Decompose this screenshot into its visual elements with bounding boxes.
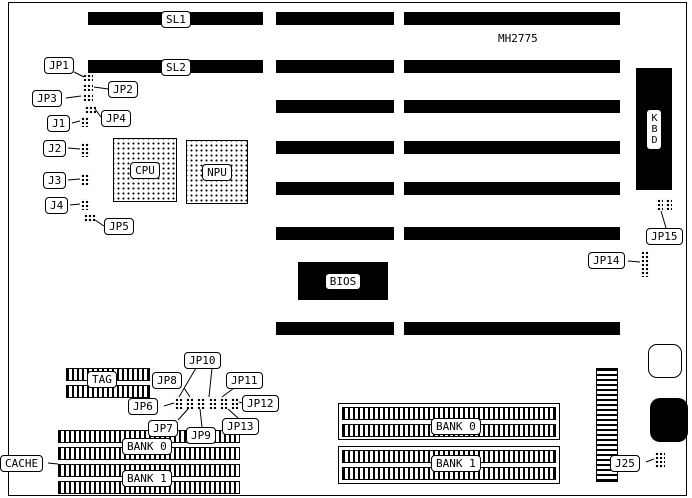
label-j4: J4: [45, 197, 69, 214]
label-tag: TAG: [87, 371, 117, 388]
jp3-pins: [82, 93, 93, 101]
slot-segment: [276, 141, 394, 154]
label-j2: J2: [43, 140, 67, 157]
cluster-pins: [174, 397, 183, 409]
j2-pins: [80, 142, 90, 157]
slot-segment: [276, 182, 394, 195]
cluster-pins: [185, 397, 194, 409]
label-sl2: SL2: [161, 59, 191, 76]
jp5-pins: [83, 213, 96, 223]
label-cache-bank0: BANK 0: [122, 438, 172, 455]
slot-segment: [404, 322, 620, 335]
label-j1: J1: [47, 115, 71, 132]
j25-header: [596, 368, 618, 482]
slot-segment: [276, 322, 394, 335]
label-jp9: JP9: [186, 427, 216, 444]
slot-segment: [404, 100, 620, 113]
label-jp3: JP3: [32, 90, 62, 107]
cpu-socket: CPU: [113, 138, 177, 202]
j1-pins: [80, 116, 88, 127]
kbd-chip: KBD: [636, 68, 672, 190]
bios-chip: BIOS: [298, 262, 388, 300]
npu-socket: NPU: [186, 140, 248, 204]
jp15-pins-a: [656, 198, 663, 210]
part-number: MH2775: [498, 32, 538, 45]
j4-pins: [80, 199, 90, 210]
slot-segment: [404, 12, 620, 25]
j25-pins: [654, 451, 665, 468]
slot-segment: [404, 141, 620, 154]
label-jp10: JP10: [184, 352, 221, 369]
connector-outline: [648, 344, 682, 378]
label-cpu: CPU: [130, 161, 160, 179]
label-jp1: JP1: [44, 57, 74, 74]
label-jp5: JP5: [104, 218, 134, 235]
label-j3: J3: [43, 172, 67, 189]
jp15-pins-b: [665, 198, 672, 210]
jp14-pins: [640, 250, 649, 277]
label-jp4: JP4: [101, 110, 131, 127]
label-bios: BIOS: [324, 272, 362, 290]
simm-bank1-outline: [338, 446, 560, 484]
j3-pins: [80, 173, 90, 185]
cluster-pins: [219, 397, 228, 409]
label-jp14: JP14: [588, 252, 625, 269]
label-jp12: JP12: [242, 395, 279, 412]
cluster-pins: [196, 397, 206, 409]
jp1-pins: [82, 73, 93, 81]
label-simm-bank0: BANK 0: [431, 418, 481, 435]
cluster-pins: [208, 397, 217, 409]
slot-segment: [404, 182, 620, 195]
label-jp13: JP13: [222, 418, 259, 435]
jp4-pins: [84, 105, 96, 113]
label-jp2: JP2: [108, 81, 138, 98]
cluster-pins: [230, 397, 239, 409]
label-jp8: JP8: [152, 372, 182, 389]
board-outline: [8, 2, 687, 496]
slot-segment: [276, 100, 394, 113]
slot-segment: [276, 227, 394, 240]
jp2-pins: [82, 83, 93, 91]
label-jp11: JP11: [226, 372, 263, 389]
label-j25: J25: [610, 455, 640, 472]
label-npu: NPU: [202, 163, 232, 181]
simm-bank0-outline: [338, 403, 560, 440]
label-cache-bank1: BANK 1: [122, 470, 172, 487]
slot-segment: [276, 60, 394, 73]
slot-segment: [276, 12, 394, 25]
label-simm-bank1: BANK 1: [431, 455, 481, 472]
label-jp7: JP7: [148, 420, 178, 437]
label-cache: CACHE: [0, 455, 44, 472]
label-sl1: SL1: [161, 11, 191, 28]
slot-segment: [404, 227, 620, 240]
label-jp6: JP6: [128, 398, 158, 415]
slot-segment: [404, 60, 620, 73]
label-jp15: JP15: [646, 228, 683, 245]
keyboard-din-connector: [650, 398, 688, 442]
label-kbd: KBD: [646, 108, 662, 150]
